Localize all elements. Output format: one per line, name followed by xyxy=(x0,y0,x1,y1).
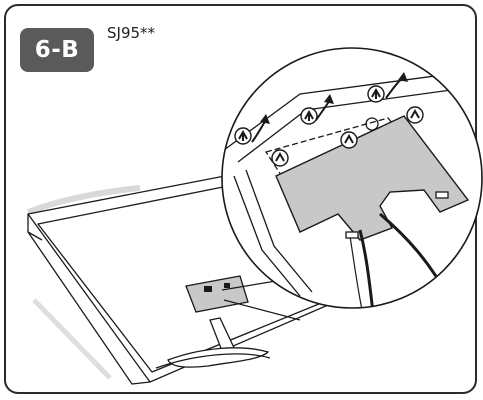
model-label: SJ95** xyxy=(107,24,156,42)
magnified-detail xyxy=(221,47,483,309)
step-badge: 6-B xyxy=(20,28,94,72)
tv-stand xyxy=(155,275,271,369)
zoom-guide xyxy=(221,279,301,321)
